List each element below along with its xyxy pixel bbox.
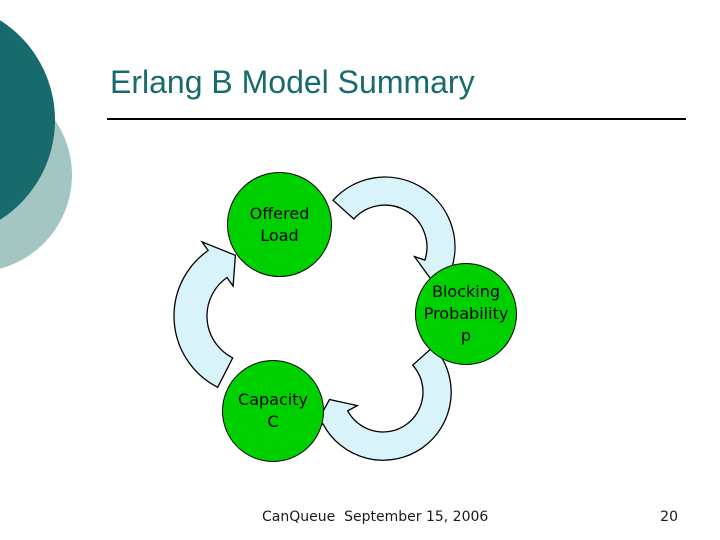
arrow-capacity-to-offered-icon [173, 240, 237, 389]
title-underline [107, 118, 686, 120]
arrow-offered-to-blocking-icon [332, 176, 465, 280]
node-label-line: Blocking [431, 282, 500, 301]
page-number: 20 [660, 509, 678, 525]
node-label-line: Offered [249, 203, 310, 223]
node-label-line: Probability [423, 304, 509, 323]
node-label-line: Capacity [238, 390, 308, 409]
node-blocking-probability: Blocking Probability p [415, 263, 517, 365]
footer-text: CanQueue September 15, 2006 [262, 509, 489, 525]
node-label-line: Load [260, 225, 299, 245]
node-label-line: C [267, 412, 279, 431]
node-label-line: p [460, 326, 472, 345]
node-offered-load: Offered Load [227, 172, 332, 277]
slide-title: Erlang B Model Summary [110, 64, 475, 100]
arrow-blocking-to-capacity-icon [311, 345, 452, 461]
node-capacity: Capacity C [222, 360, 324, 462]
